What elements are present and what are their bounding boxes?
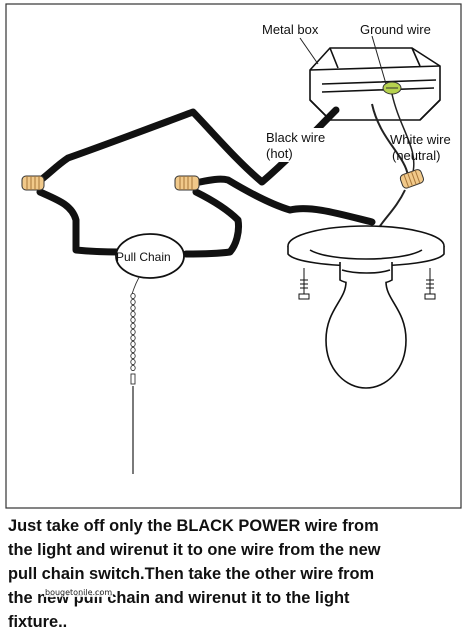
black-wire-label: Black wire bbox=[266, 130, 325, 145]
caption-line-3: pull chain switch.Then take the other wi… bbox=[8, 565, 375, 583]
switch-wire-right bbox=[182, 188, 242, 258]
ground-wire bbox=[391, 93, 415, 177]
neutral-wire-to-fixture bbox=[379, 189, 406, 227]
light-bulb bbox=[325, 281, 407, 389]
fixture-canopy bbox=[287, 225, 445, 267]
ground-wire-leader bbox=[371, 35, 387, 85]
ground-wire-label: Ground wire bbox=[360, 22, 431, 37]
switch-wire-left bbox=[36, 188, 124, 256]
canopy-screw-right bbox=[424, 268, 436, 300]
caption-line-5: fixture.. bbox=[8, 613, 68, 631]
white-wire-label: White wire bbox=[390, 132, 451, 147]
watermark: bougetonile.com bbox=[44, 588, 114, 597]
metal-box-leader bbox=[299, 37, 319, 65]
metal-box-label: Metal box bbox=[262, 22, 319, 37]
lamp-socket bbox=[339, 262, 393, 286]
diagram-frame bbox=[5, 3, 462, 509]
black-wire-sublabel: (hot) bbox=[266, 146, 293, 161]
caption-line-2: the light and wirenut it to one wire fro… bbox=[8, 541, 381, 559]
wirenut-left bbox=[21, 175, 45, 191]
wiring-diagram: Metal box Ground wire Black wire (hot) W… bbox=[5, 3, 462, 509]
wirenut-neutral bbox=[399, 169, 425, 189]
metal-box bbox=[309, 47, 441, 121]
pull-chain-label: Pull Chain bbox=[116, 250, 171, 264]
white-wire-sublabel: (neutral) bbox=[392, 148, 440, 163]
canopy-screw-left bbox=[298, 268, 310, 300]
wirenut-middle bbox=[174, 175, 200, 191]
caption: Just take off only the BLACK POWER wire … bbox=[8, 514, 460, 634]
caption-line-1: Just take off only the BLACK POWER wire … bbox=[8, 517, 379, 535]
neutral-wire-from-box bbox=[371, 103, 409, 177]
black-fixture-wire bbox=[196, 175, 376, 226]
pull-chain-switch bbox=[115, 233, 185, 279]
pull-chain bbox=[130, 275, 141, 385]
